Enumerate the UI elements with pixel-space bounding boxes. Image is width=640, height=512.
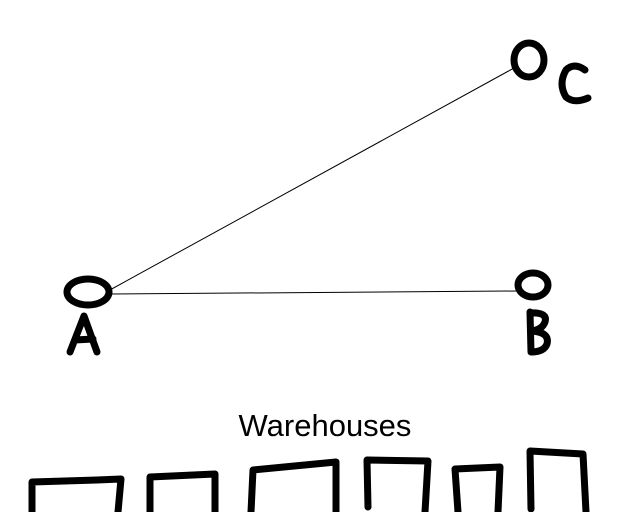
edge-a-b: [109, 290, 518, 295]
warehouse-4: [363, 456, 432, 512]
warehouse-6: [526, 447, 590, 512]
warehouse-3: [247, 458, 340, 512]
node-c: [510, 39, 548, 81]
warehouse-5: [451, 463, 504, 512]
label-b: [526, 308, 551, 356]
label-a: [66, 312, 101, 356]
warehouse-icons: [28, 447, 590, 512]
warehouse-1: [28, 475, 125, 512]
node-a: [63, 275, 113, 309]
warehouse-2: [146, 470, 219, 512]
label-c: [558, 62, 592, 105]
warehouses-title: Warehouses: [238, 408, 412, 443]
node-b: [514, 269, 552, 301]
edge-a-c: [107, 67, 515, 292]
